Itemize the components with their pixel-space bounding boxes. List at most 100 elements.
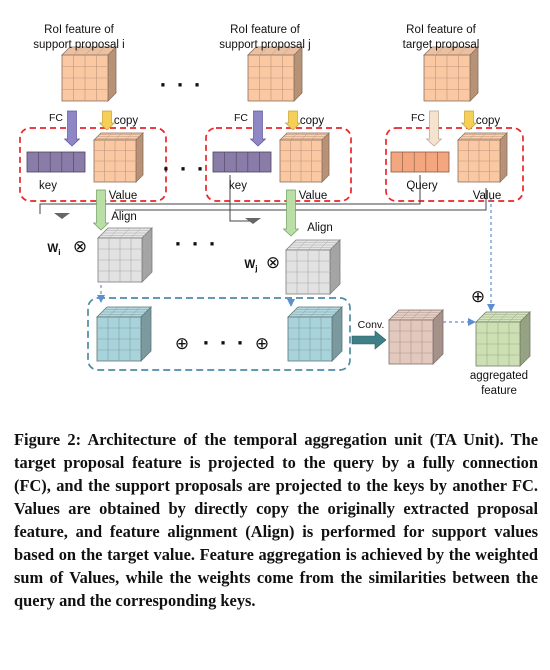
plus-icon-2: ⊕ xyxy=(255,334,269,354)
cube-grid-line xyxy=(469,81,479,90)
support-i-title-line2: support proposal i xyxy=(33,39,124,51)
copy-label-j: copy xyxy=(300,115,325,127)
roi-feature-support-i xyxy=(61,46,117,102)
aligned-cube-i xyxy=(97,227,153,283)
key-bar-i xyxy=(26,151,86,173)
target-title-line1: RoI feature of xyxy=(406,24,476,36)
support-i-group-box xyxy=(19,127,167,202)
cube-grid-line xyxy=(331,339,343,351)
cube-grid-line xyxy=(489,132,497,141)
align-label-j: Align xyxy=(307,222,333,234)
conv-arrow xyxy=(351,330,387,350)
roi-feature-support-j xyxy=(247,46,303,102)
support-j-title-line1: RoI feature of xyxy=(230,24,300,36)
cube-grid-line xyxy=(432,331,444,343)
cube-grid-line xyxy=(293,69,303,79)
support-i-title-line1: RoI feature of xyxy=(44,24,114,36)
copy-label-target: copy xyxy=(476,115,501,127)
cube-grid-line xyxy=(125,132,133,141)
cube-grid-line xyxy=(321,164,330,172)
cube-grid-line xyxy=(107,69,117,79)
copy-arrow-j xyxy=(284,110,302,131)
cube-grid-line xyxy=(311,132,319,141)
fc-label-target: FC xyxy=(411,112,425,124)
target-title-line2: target proposal xyxy=(403,39,480,51)
weight-j-label: Wj xyxy=(244,259,257,273)
query-label-target: Query xyxy=(406,180,438,192)
weighted-value-cube-i xyxy=(96,306,152,362)
weight-i-subscript: i xyxy=(58,247,60,257)
aggregated-label-line1: aggregated xyxy=(470,370,528,382)
plus-icon-1: ⊕ xyxy=(175,334,189,354)
cube-grid-line xyxy=(282,46,291,56)
roi-feature-target xyxy=(423,46,479,102)
fc-arrow-i xyxy=(63,110,81,147)
ellipsis-middle: · · · xyxy=(162,159,205,180)
key-label-j: key xyxy=(229,180,247,192)
figure-caption: Figure 2: Architecture of the temporal a… xyxy=(14,430,538,610)
multiply-icon-j: ⊗ xyxy=(266,253,280,273)
cube-grid-line xyxy=(140,328,152,340)
key-label-i: key xyxy=(39,180,57,192)
cube-grid-line xyxy=(432,342,444,354)
query-bar-target xyxy=(390,151,450,173)
cube-grid-line xyxy=(329,261,341,273)
weight-i-label: Wi xyxy=(47,243,60,257)
value-label-target: Value xyxy=(473,190,502,202)
cube-grid-line xyxy=(331,328,343,340)
cube-grid-line xyxy=(499,164,508,172)
value-cube-i xyxy=(93,132,144,183)
bar-body xyxy=(26,151,86,173)
cube-grid-line xyxy=(130,227,142,239)
support-j-group-box xyxy=(205,127,352,202)
value-cube-target xyxy=(457,132,508,183)
cube-grid-line xyxy=(140,339,152,351)
copy-label-i: copy xyxy=(114,115,139,127)
ellipsis-aligned: · · · xyxy=(174,234,217,255)
weight-j-subscript: j xyxy=(254,263,257,273)
ellipsis-top: · · · xyxy=(159,75,202,96)
aligned-cube-j xyxy=(285,239,341,295)
value-cube-j xyxy=(279,132,330,183)
plus-icon-target: ⊕ xyxy=(471,287,485,307)
align-arrow-i xyxy=(92,189,110,231)
cube-grid-line xyxy=(318,239,330,251)
weight-triangle-j xyxy=(245,218,261,224)
ellipsis-values: · · · xyxy=(202,333,245,354)
weight-triangle-i xyxy=(54,213,70,219)
cube-grid-line xyxy=(320,306,332,318)
align-arrow-j xyxy=(282,189,300,237)
conv-label: Conv. xyxy=(358,319,385,331)
align-label-i: Align xyxy=(111,211,137,223)
cube-grid-line xyxy=(96,46,105,56)
cube-grid-line xyxy=(329,272,341,284)
cube-grid-line xyxy=(519,333,531,345)
ta-unit-diagram: RoI feature of support proposal i RoI feat… xyxy=(19,24,531,397)
fc-arrow-target xyxy=(425,110,443,147)
value-label-j: Value xyxy=(299,190,328,202)
cube-grid-line xyxy=(141,260,153,272)
value-label-i: Value xyxy=(109,190,138,202)
fc-label-i: FC xyxy=(49,112,63,124)
weighted-value-cube-j xyxy=(287,306,343,362)
aggregated-feature-cube xyxy=(475,311,531,367)
multiply-icon-i: ⊗ xyxy=(73,237,87,257)
cube-grid-line xyxy=(421,309,433,321)
cube-grid-line xyxy=(321,153,330,162)
cube-grid-line xyxy=(508,311,520,323)
cube-grid-line xyxy=(135,153,144,162)
cube-grid-line xyxy=(141,249,153,261)
bar-body xyxy=(212,151,272,173)
cube-grid-line xyxy=(469,69,479,79)
bar-body xyxy=(390,151,450,173)
aggregated-label-line2: feature xyxy=(481,385,517,397)
conv-output-cube xyxy=(388,309,444,365)
copy-arrow-target xyxy=(460,110,478,131)
fc-label-j: FC xyxy=(234,112,248,124)
support-j-title-line2: support proposal j xyxy=(219,39,310,51)
key-j-similarity-line xyxy=(229,175,250,222)
target-value-align-line xyxy=(115,188,487,211)
copy-arrow-i xyxy=(98,110,116,131)
key-bar-j xyxy=(212,151,272,173)
cube-grid-line xyxy=(293,81,303,90)
